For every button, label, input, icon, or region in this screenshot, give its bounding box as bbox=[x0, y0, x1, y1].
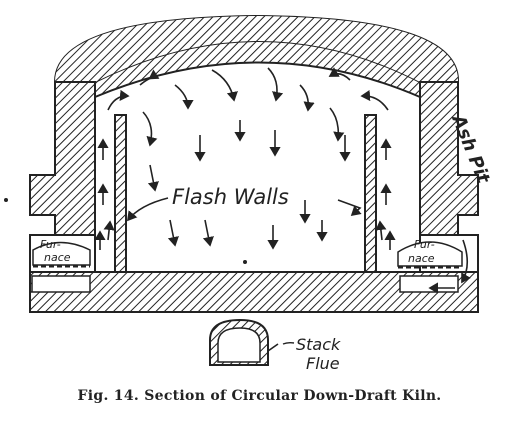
right-ash-pit bbox=[399, 275, 459, 293]
kiln-section-diagram: Flash Walls Ash Pit Fur- nace Fur- nace … bbox=[4, 14, 494, 373]
left-furnace-label-2: nace bbox=[44, 251, 71, 264]
right-flash-wall bbox=[364, 114, 377, 273]
stack-label: Stack bbox=[296, 335, 341, 354]
figure-caption: Fig. 14. Section of Circular Down-Draft … bbox=[77, 388, 442, 404]
stack-flue bbox=[209, 318, 269, 366]
left-furnace-label-1: Fur- bbox=[40, 238, 61, 251]
left-wall bbox=[29, 81, 96, 236]
crown-outer-hatch bbox=[55, 16, 459, 82]
flash-walls-label: Flash Walls bbox=[172, 185, 289, 209]
flue-label: Flue bbox=[306, 354, 340, 373]
left-flash-wall bbox=[114, 114, 127, 273]
draft-arrows bbox=[94, 67, 471, 359]
right-furnace-label-1: Fur- bbox=[414, 238, 435, 251]
left-ash-pit bbox=[31, 275, 91, 293]
right-furnace-label-2: nace bbox=[408, 252, 435, 265]
